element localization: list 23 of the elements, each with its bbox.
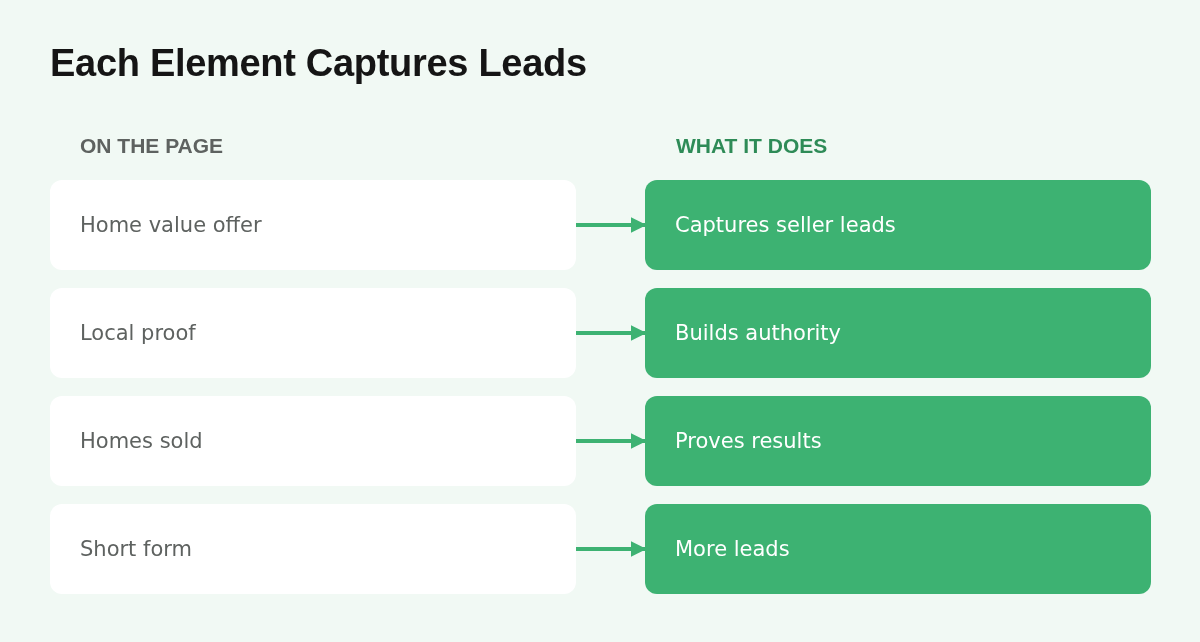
column-heading: ON THE PAGE [80, 134, 224, 158]
arrow [576, 217, 647, 233]
element-card [50, 396, 576, 486]
result-text: Builds authority [675, 321, 842, 345]
element-card [50, 504, 576, 594]
result-card [645, 504, 1151, 594]
element-card [50, 288, 576, 378]
element-card [50, 180, 576, 270]
result-text: Proves results [675, 429, 822, 453]
arrow [576, 433, 647, 449]
result-card [645, 396, 1151, 486]
result-text: More leads [675, 537, 790, 561]
element-text: Short form [80, 537, 192, 561]
element-text: Homes sold [80, 429, 203, 453]
title: Each Element Captures Leads [50, 42, 587, 85]
result-card [645, 180, 1151, 270]
column-heading: WHAT IT DOES [676, 134, 828, 158]
result-card [645, 288, 1151, 378]
result-text: Captures seller leads [675, 213, 896, 237]
arrow [576, 325, 647, 341]
arrow [576, 541, 647, 557]
element-text: Local proof [80, 321, 196, 345]
element-text: Home value offer [80, 213, 262, 237]
